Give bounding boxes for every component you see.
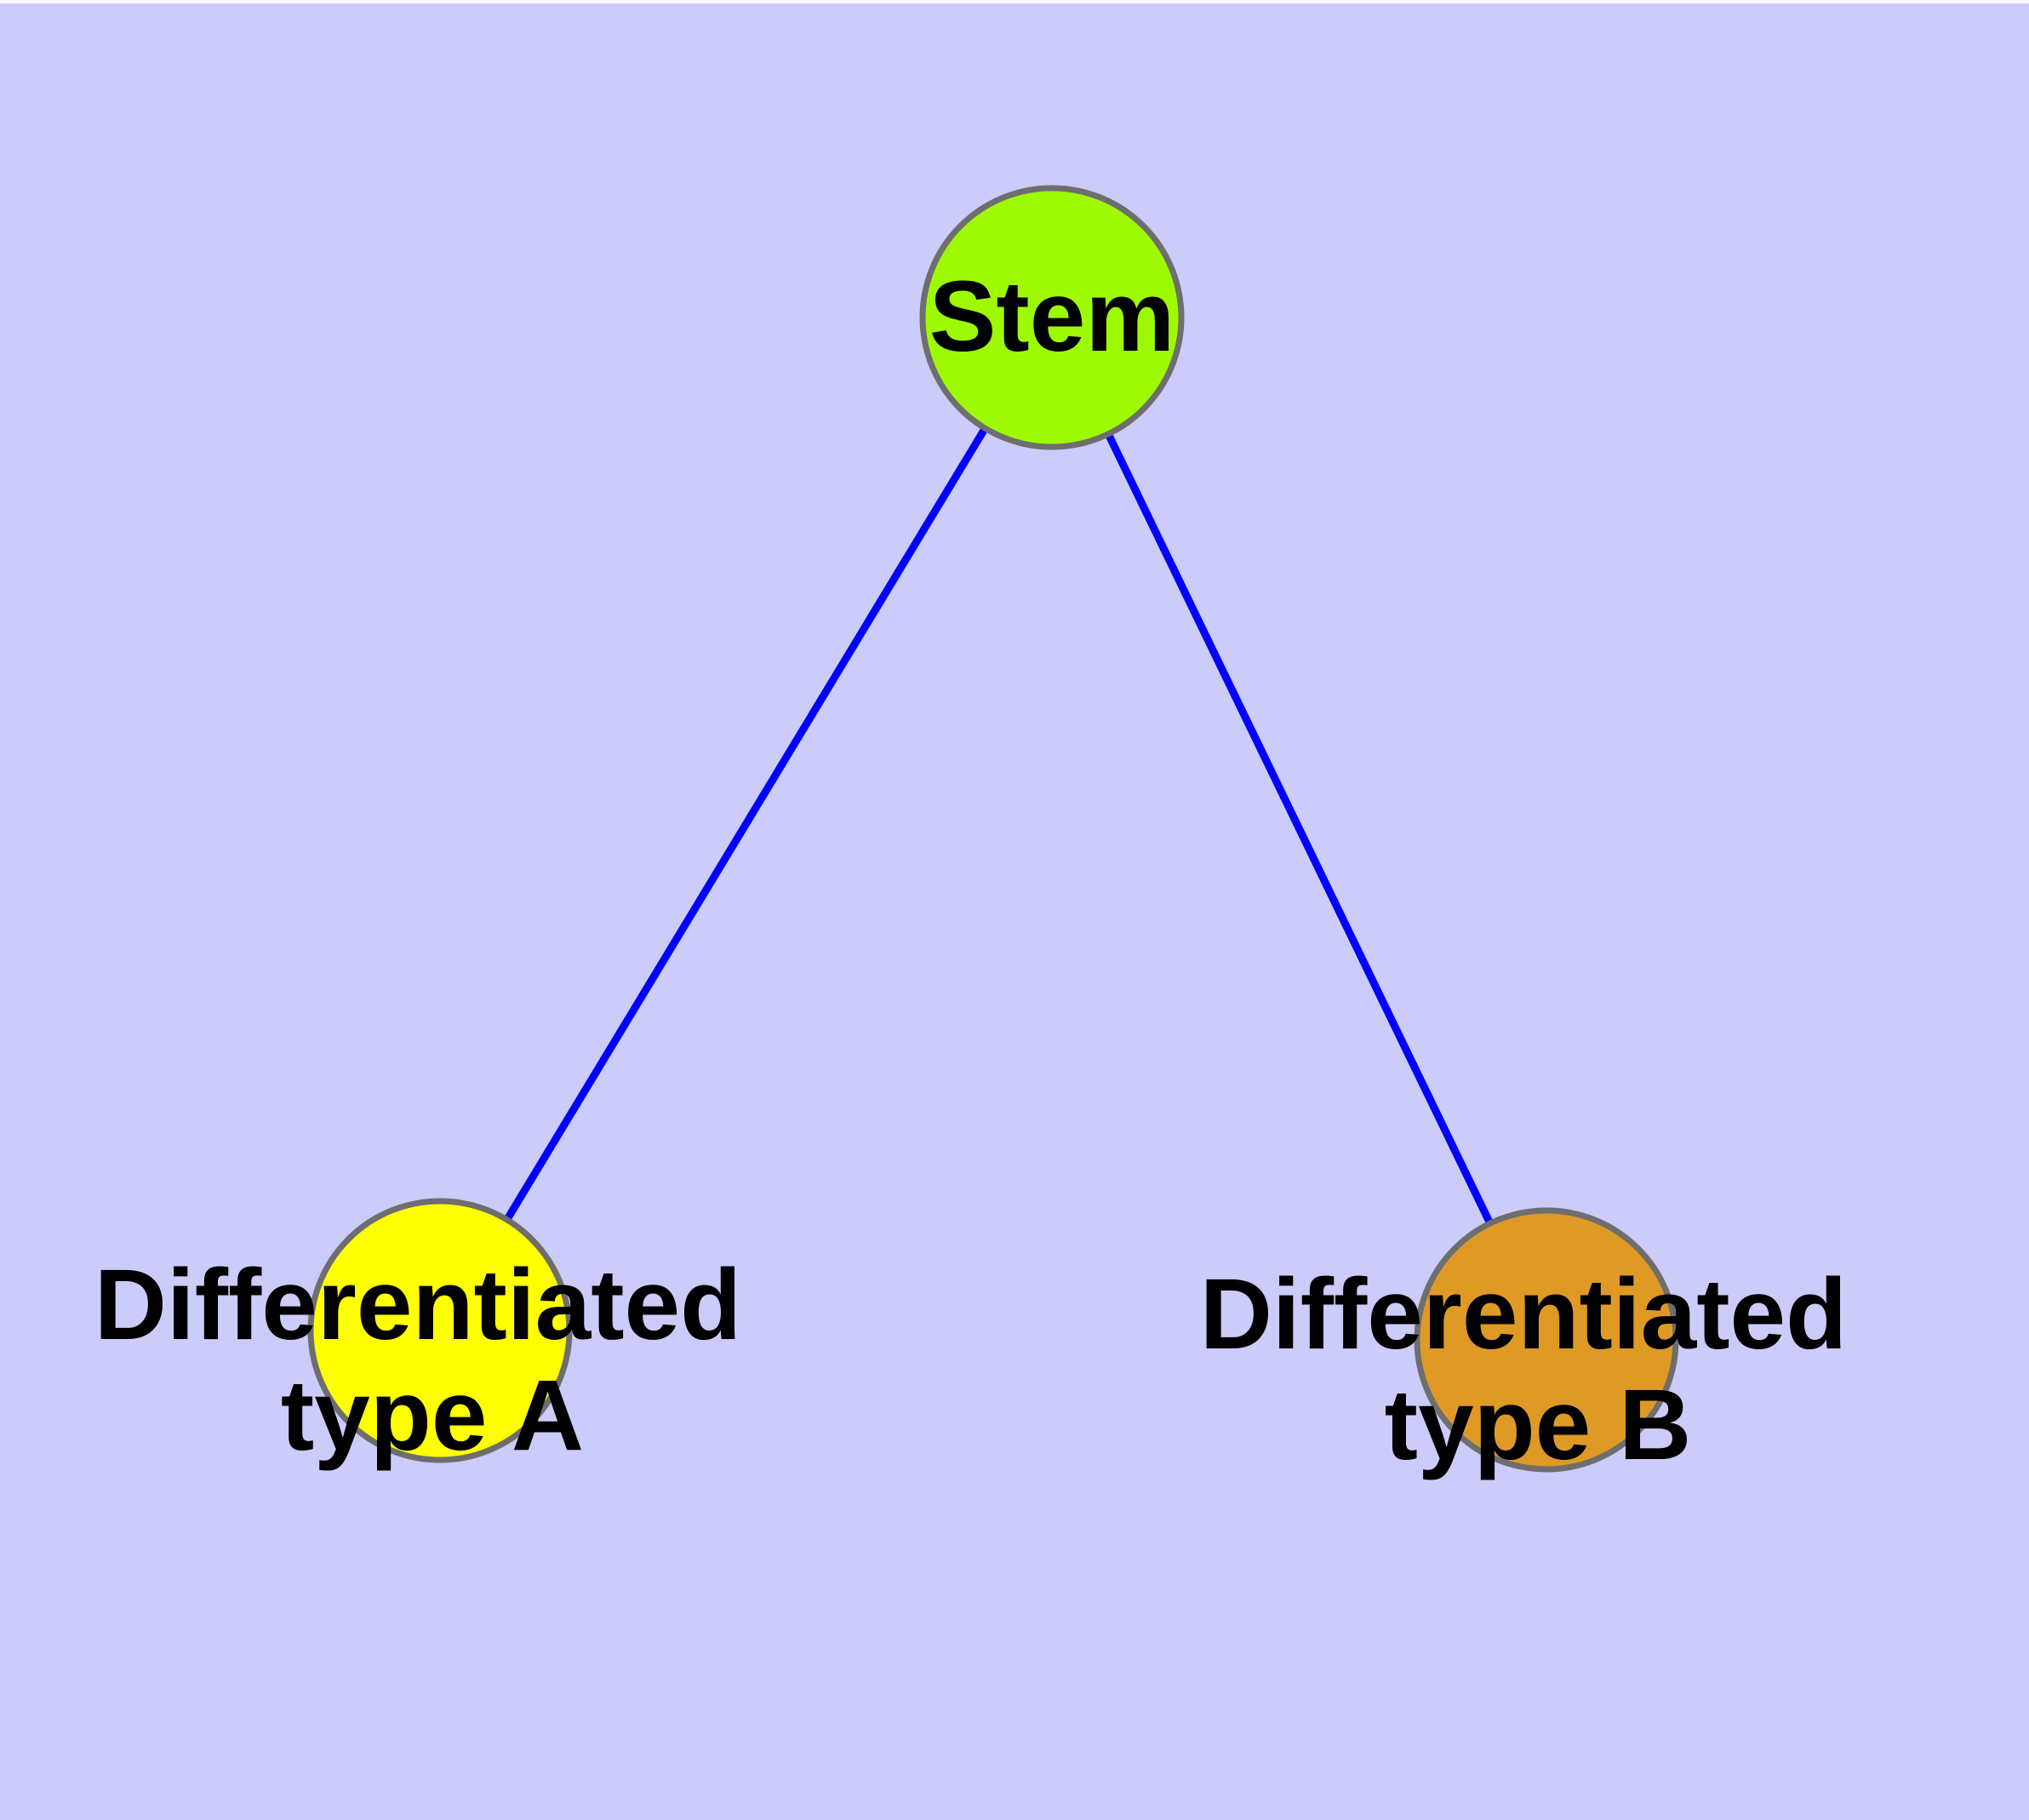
- label-layer: Stem Differentiated type A Differentiate…: [94, 260, 1848, 1481]
- node-layer: [307, 185, 1679, 1473]
- node-stem-label-line1: Stem: [929, 260, 1175, 373]
- edge-stem-to-differentiated-type-a[interactable]: [437, 315, 1055, 1333]
- node-differentiated-type-a-label-line2: type A: [281, 1359, 584, 1472]
- node-stem[interactable]: [919, 185, 1185, 450]
- edge-layer: [437, 315, 1551, 1342]
- node-differentiated-type-b-circle[interactable]: [1414, 1207, 1679, 1473]
- node-stem-circle[interactable]: [919, 185, 1185, 450]
- node-differentiated-type-a[interactable]: [307, 1198, 573, 1463]
- node-differentiated-type-b-label-line2: type B: [1385, 1369, 1692, 1481]
- edge-stem-to-differentiated-type-b[interactable]: [1048, 316, 1551, 1342]
- node-differentiated-type-a-label-line1: Differentiated: [94, 1249, 742, 1361]
- node-differentiated-type-b-label-line1: Differentiated: [1200, 1258, 1848, 1371]
- node-differentiated-type-b[interactable]: [1414, 1207, 1679, 1473]
- node-differentiated-type-a-circle[interactable]: [307, 1198, 573, 1463]
